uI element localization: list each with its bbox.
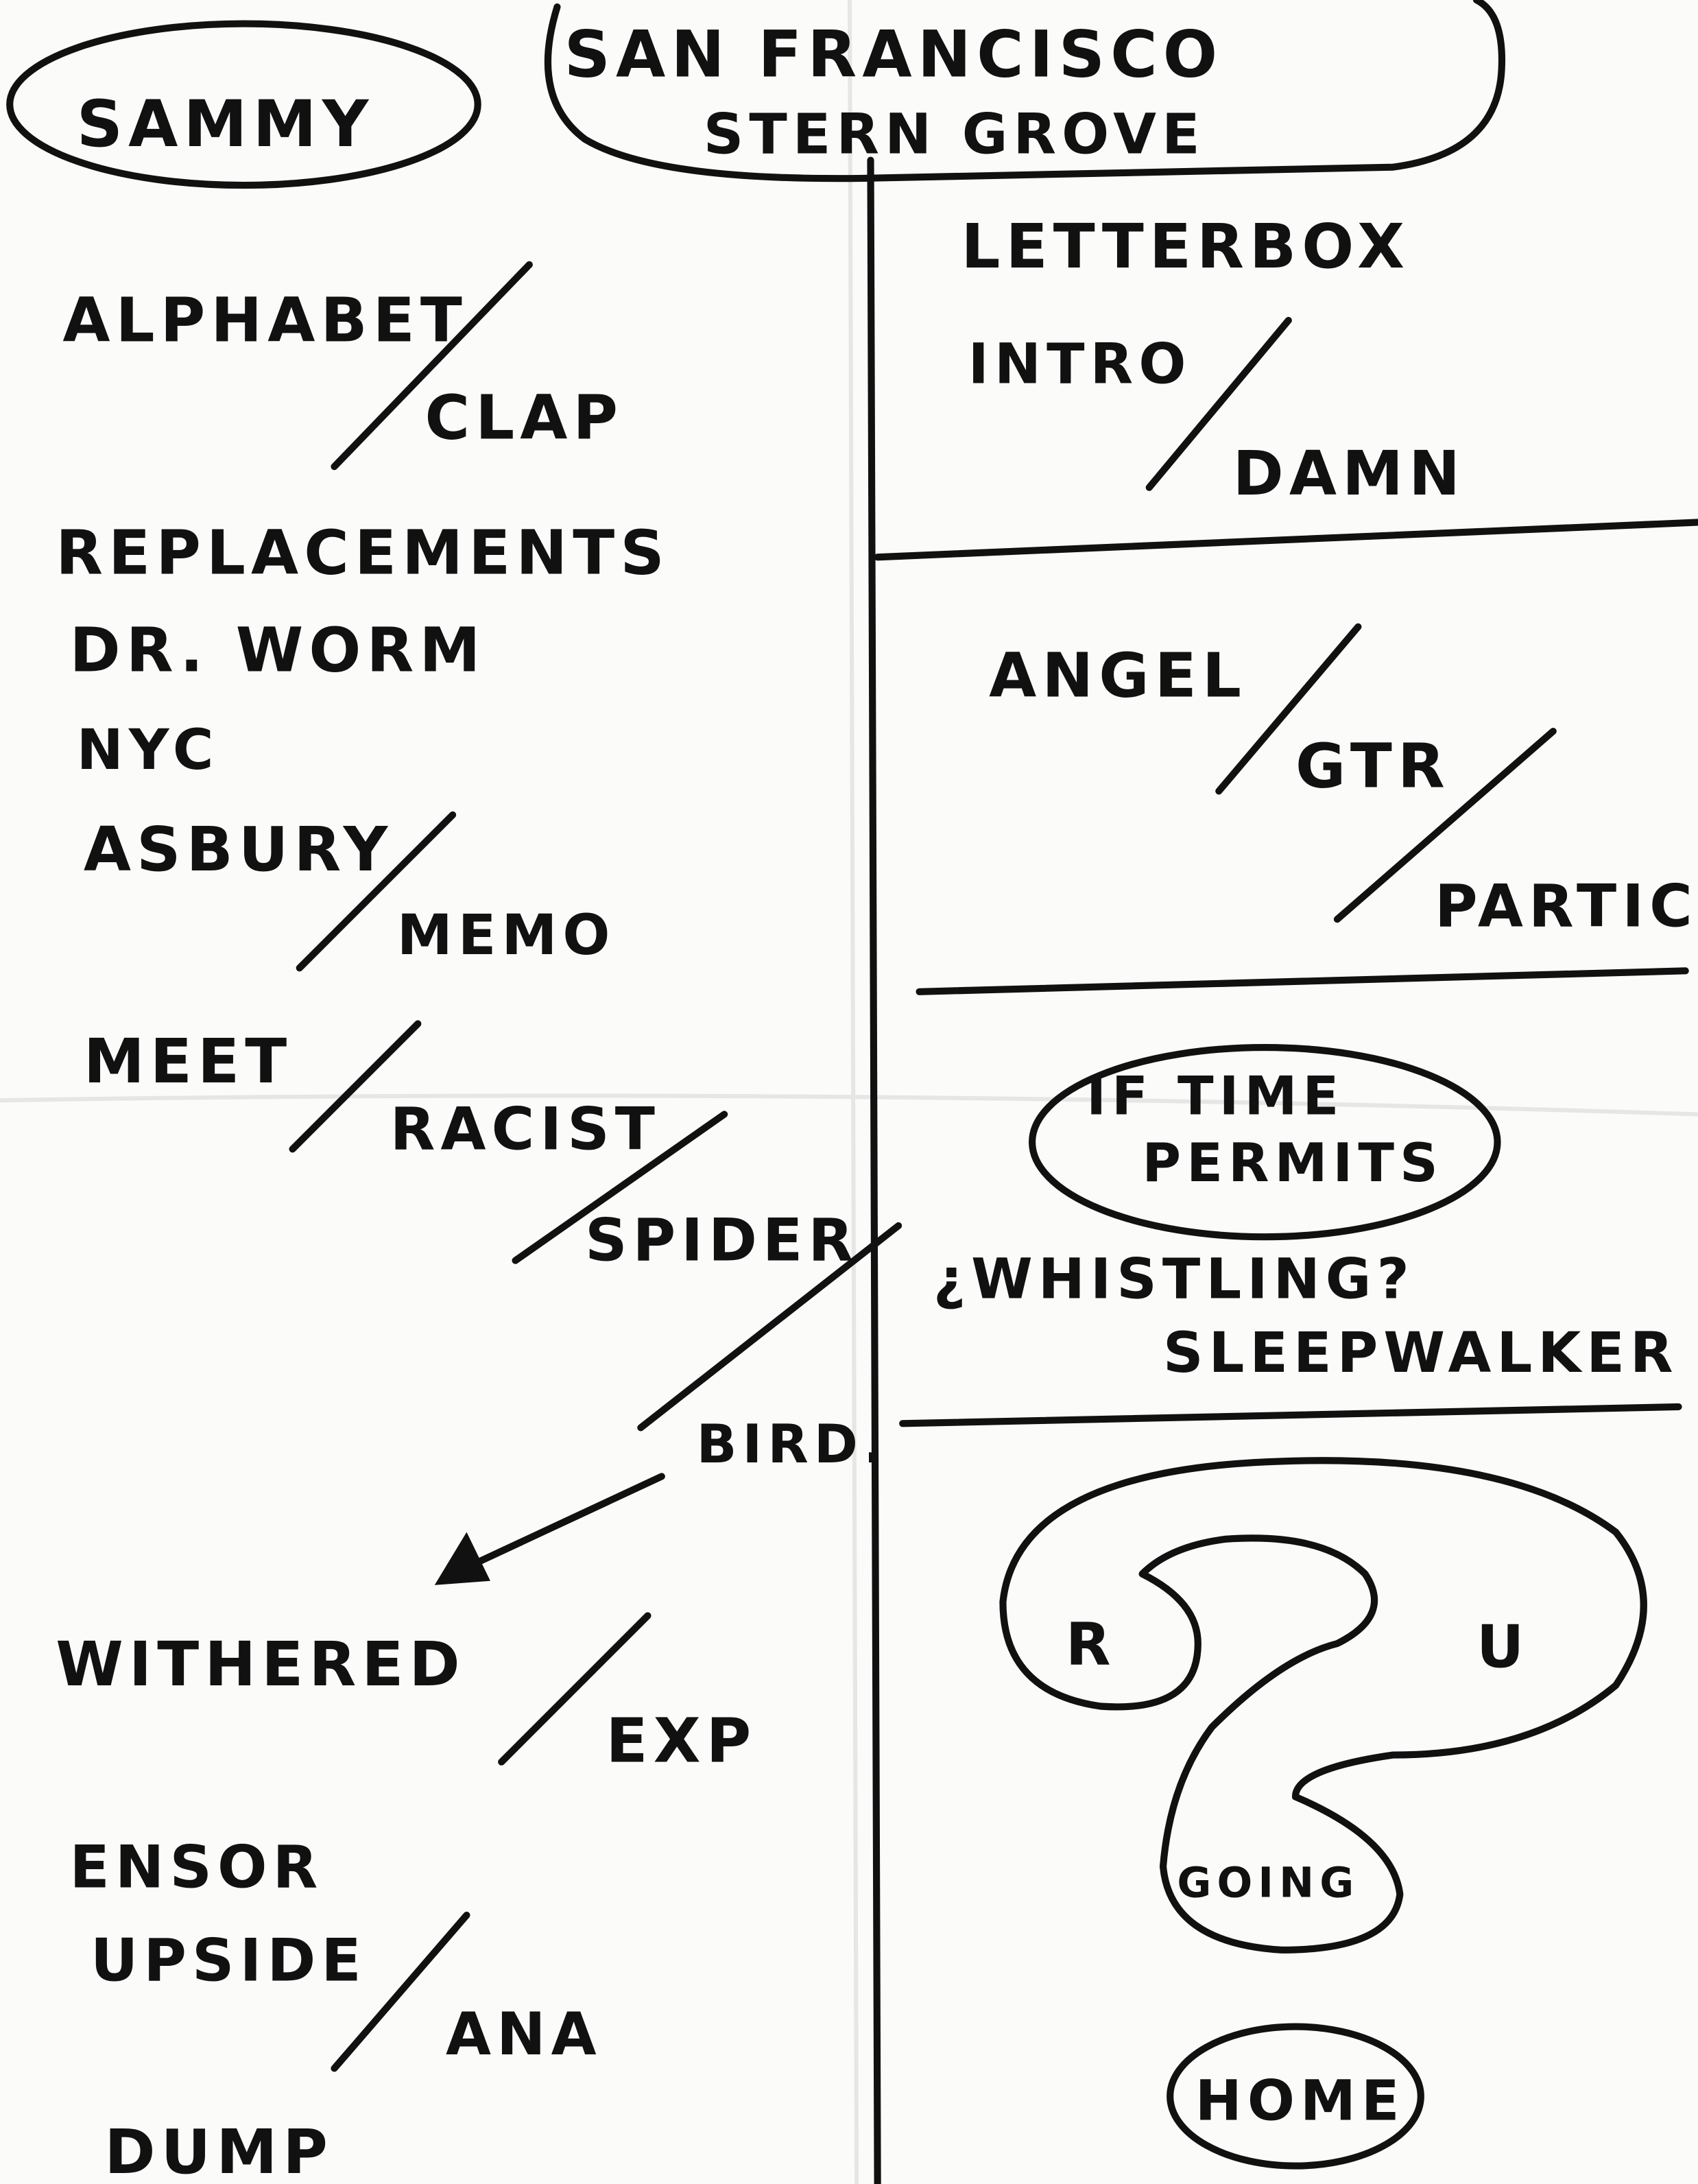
song: UPSIDE [91,1927,367,1995]
segue-slash [331,261,533,471]
home-oval [1167,2023,1424,2170]
song: INTRO [968,332,1192,396]
section-divider [916,967,1689,995]
song: ENSOR [70,1833,324,1901]
song: DR. WORM [70,615,486,687]
arrow-line [449,1473,665,1578]
song: SPIDER [585,1207,859,1275]
song: SLEEPWALKER [1163,1321,1679,1386]
segue-slash [512,1111,728,1264]
segue-slash [637,1222,902,1432]
venue-city: SAN FRANCISCO [564,18,1223,93]
song: MEET [84,1026,292,1097]
song: RACIST [390,1095,660,1163]
song: BIRD. [697,1414,889,1475]
if-time-label: PERMITS [1143,1132,1444,1194]
segue-slash [1215,623,1362,795]
section-divider [899,1403,1682,1427]
song: GTR [1295,731,1450,802]
qmark-text: R [1066,1611,1116,1679]
home-label: HOME [1195,2069,1405,2134]
venue-oval [544,0,1506,182]
segue-slash [498,1612,651,1766]
band-oval [6,20,481,189]
song: ANGEL [989,640,1247,711]
arrow-head-icon [434,1532,490,1585]
segue-slash [331,1912,470,2072]
song: DAMN [1233,438,1466,510]
question-mark-shape [999,1457,1647,1954]
song: LETTERBOX [961,211,1411,283]
segue-slash [1145,316,1292,491]
if-time-oval [1029,1043,1501,1241]
song: ALPHABET [62,285,468,357]
if-time-label: IF TIME [1086,1065,1344,1127]
segue-slash [1333,727,1557,923]
song: REPLACEMENTS [56,518,670,589]
song: CLAP [425,383,624,454]
song: EXP [606,1706,757,1777]
band-name: SAMMY [77,87,374,162]
qmark-text: U [1476,1614,1529,1682]
venue-name: STERN GROVE [704,102,1206,167]
paper-fold [0,1093,1698,1117]
column-divider [867,156,881,2184]
song: WITHERED [56,1629,466,1700]
song: ANA [446,2001,602,2069]
song: PARTICU [1435,873,1698,940]
segue-slash [296,811,457,972]
song: ¿WHISTLING? [933,1248,1415,1312]
song: ASBURY [84,814,394,886]
section-divider [874,519,1698,561]
song: MEMO [397,903,616,968]
song: NYC [77,718,219,783]
right-setlist: LETTERBOX INTRO DAMN ANGEL GTR PARTICU I… [933,211,1698,2170]
paper-fold [847,0,859,2184]
left-setlist: ALPHABET CLAP REPLACEMENTS DR. WORM NYC … [56,261,902,2184]
song: DUMP [104,2117,333,2184]
segue-slash [289,1020,422,1153]
qmark-text: GOING [1177,1859,1359,1908]
